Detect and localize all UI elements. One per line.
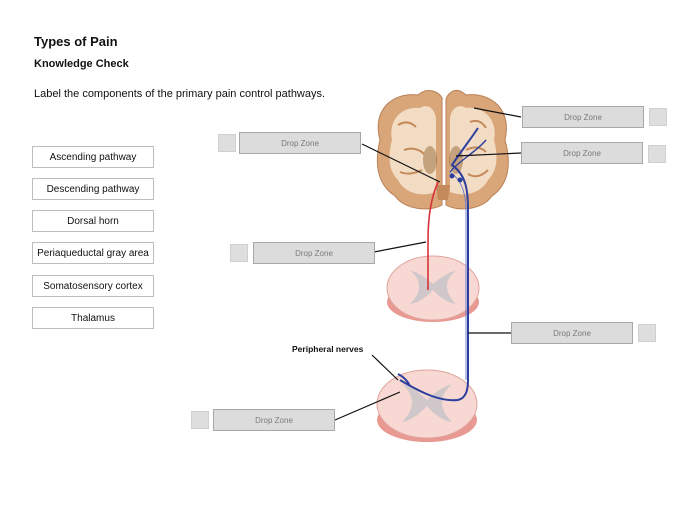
drop-zone-4[interactable]: Drop Zone — [253, 242, 375, 264]
drop-zone-2[interactable]: Drop Zone — [522, 106, 644, 128]
drop-zone-6[interactable]: Drop Zone — [213, 409, 335, 431]
label-somatosensory-cortex[interactable]: Somatosensory cortex — [32, 275, 154, 297]
label-dorsal-horn[interactable]: Dorsal horn — [32, 210, 154, 232]
label-thalamus[interactable]: Thalamus — [32, 307, 154, 329]
drop-zone-3[interactable]: Drop Zone — [521, 142, 643, 164]
brain-illustration — [376, 90, 509, 210]
label-periaqueductal-gray-area[interactable]: Periaqueductal gray area — [32, 242, 154, 264]
descending-pathway-line — [427, 181, 439, 290]
peripheral-nerves-label: Peripheral nerves — [292, 344, 364, 354]
lower-spinal-cord-section — [376, 369, 478, 442]
upper-spinal-cord-section — [386, 255, 480, 322]
ascending-pathway-line — [399, 127, 479, 402]
answer-indicator-1 — [218, 134, 236, 152]
answer-indicator-3 — [648, 145, 666, 163]
page-subtitle: Knowledge Check — [34, 58, 129, 70]
answer-indicator-2 — [649, 108, 667, 126]
drop-zone-5[interactable]: Drop Zone — [511, 322, 633, 344]
answer-indicator-4 — [230, 244, 248, 262]
leader-lines — [334, 107, 522, 421]
answer-indicator-6 — [191, 411, 209, 429]
page-title: Types of Pain — [34, 34, 118, 49]
label-descending-pathway[interactable]: Descending pathway — [32, 178, 154, 200]
drop-zone-1[interactable]: Drop Zone — [239, 132, 361, 154]
answer-indicator-5 — [638, 324, 656, 342]
instruction-text: Label the components of the primary pain… — [34, 88, 326, 100]
label-ascending-pathway[interactable]: Ascending pathway — [32, 146, 154, 168]
